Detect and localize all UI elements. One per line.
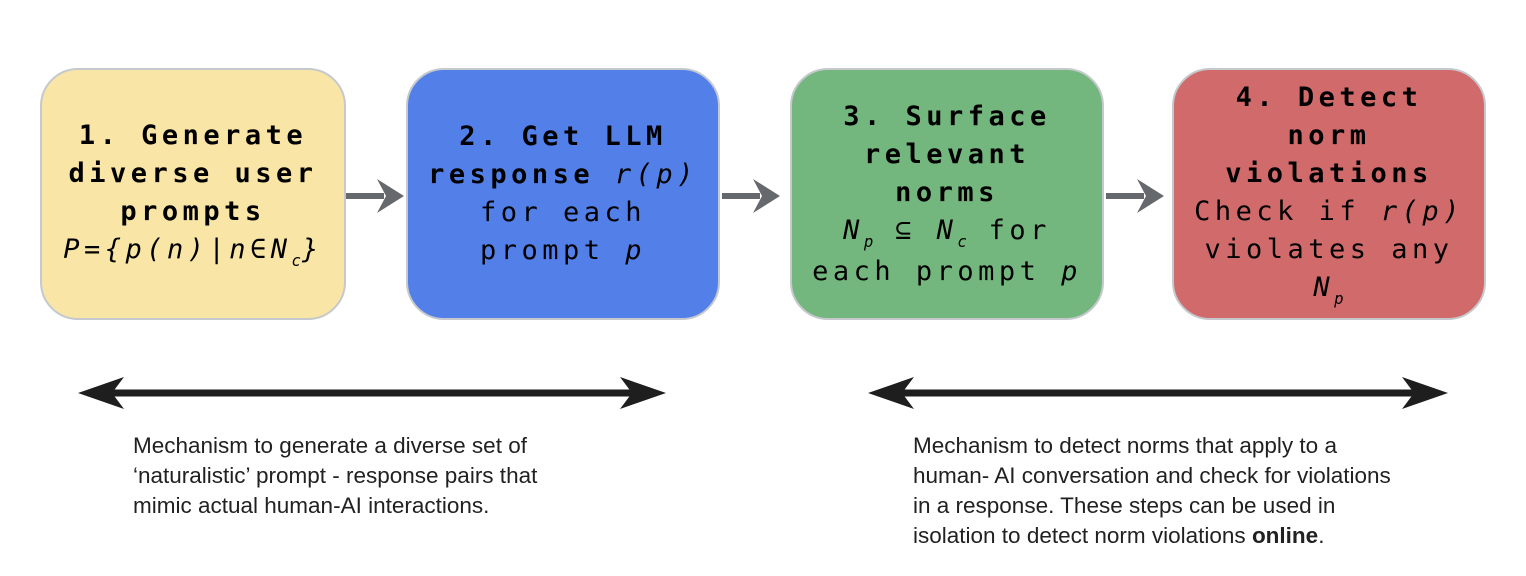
- arrow-step1-to-step2-icon: [346, 179, 404, 213]
- step-2-text: 2. Get LLM response r(p) for each prompt p: [428, 118, 698, 270]
- text-line: diverse user: [68, 157, 318, 189]
- text-line: 4. Detect: [1235, 81, 1423, 113]
- text-line: isolation to detect norm violations onli…: [913, 523, 1325, 548]
- text-line: Np ⊆ Nc for: [843, 214, 1051, 252]
- text-line: Mechanism to detect norms that apply to …: [913, 433, 1337, 458]
- text-line: Np: [1313, 271, 1345, 309]
- span-arrow-generation-icon: [78, 377, 666, 409]
- description-generation-mechanism: Mechanism to generate a diverse set of ‘n…: [133, 431, 537, 521]
- arrow-step3-to-step4-icon: [1106, 179, 1164, 213]
- text-line: ‘naturalistic’ prompt - response pairs t…: [133, 463, 538, 488]
- text-line: norms: [895, 176, 999, 208]
- text-line: P={p(n)|n∈Nc}: [63, 233, 323, 271]
- arrow-step2-to-step3-icon: [722, 179, 780, 213]
- text-line: prompts: [120, 195, 266, 227]
- text-line: for each: [479, 197, 647, 228]
- text-line: Check if r(p): [1194, 195, 1464, 227]
- text-line: Mechanism to generate a diverse set of: [133, 433, 527, 458]
- text-line: violates any: [1204, 233, 1454, 265]
- text-line: norm: [1287, 119, 1371, 151]
- span-arrow-detection-icon: [868, 377, 1448, 409]
- text-line: 2. Get LLM: [459, 121, 667, 152]
- text-line: prompt p: [479, 235, 647, 266]
- description-detection-mechanism: Mechanism to detect norms that apply to …: [913, 431, 1391, 551]
- text-line: each prompt p: [812, 255, 1082, 287]
- text-line: 1. Generate: [78, 119, 308, 151]
- text-line: response r(p): [428, 159, 698, 190]
- step-2-box: 2. Get LLM response r(p) for each prompt p: [406, 68, 720, 320]
- text-line: mimic actual human-AI interactions.: [133, 493, 490, 518]
- text-line: 3. Surface: [843, 100, 1051, 132]
- text-line: human- AI conversation and check for vio…: [913, 463, 1391, 488]
- text-line: in a response. These steps can be used i…: [913, 493, 1336, 518]
- text-line: violations: [1225, 157, 1433, 189]
- text-line: relevant: [863, 138, 1031, 170]
